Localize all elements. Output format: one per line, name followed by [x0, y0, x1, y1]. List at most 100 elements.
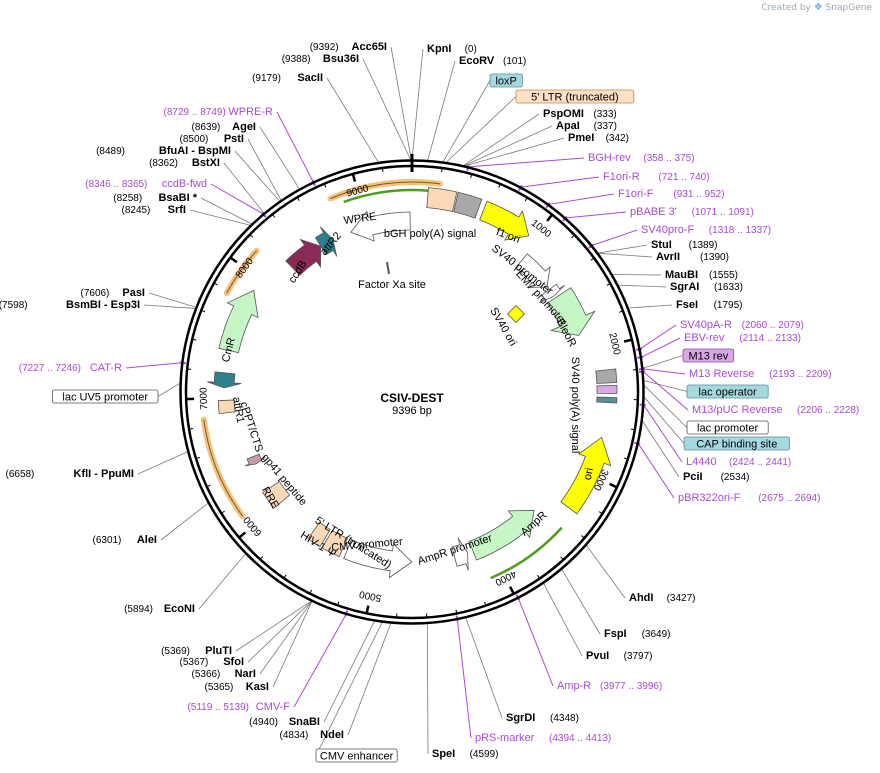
primer-site[interactable]: L4440(2424 .. 2441) [686, 456, 791, 468]
enzyme-site[interactable]: PstI(8500) [179, 133, 244, 145]
boxed-feature-label[interactable]: 5' LTR (truncated) [515, 89, 635, 103]
primer-position: (5119 .. 5139) [187, 702, 249, 713]
primer-name: SV40pro-F [641, 224, 694, 236]
label-box [315, 748, 398, 763]
wpre-region-line [330, 181, 441, 199]
primer-position: (8729 .. 8749) [164, 107, 226, 118]
enzyme-site[interactable]: AgeI(8639) [191, 121, 256, 133]
boxed-feature-label[interactable]: M13 rev [682, 348, 735, 362]
primer-site[interactable]: pBABE 3'(1071 .. 1091) [630, 206, 754, 218]
enzyme-leader [628, 304, 673, 309]
enzyme-site[interactable]: AleI(6301) [92, 534, 157, 546]
primer-site[interactable]: F1ori-R(721 .. 740) [603, 171, 710, 183]
enzyme-name: SrfI [168, 204, 186, 216]
enzyme-position: (1795) [714, 300, 743, 311]
enzyme-site[interactable]: BsmBI - Esp3I(7598) [0, 299, 140, 311]
primer-site[interactable]: M13 Reverse(2193 .. 2209) [689, 368, 831, 380]
boxed-feature-label[interactable]: lac operator [686, 384, 769, 398]
wpre-feature [350, 210, 411, 242]
enzyme-site[interactable]: AhdI(3427) [629, 592, 696, 604]
enzyme-name: PspOMI [543, 108, 584, 120]
boxed-feature-label[interactable]: lac promoter [686, 420, 769, 434]
enzyme-name: SgrAI [670, 281, 699, 293]
enzyme-site[interactable]: NdeI(4834) [279, 729, 344, 741]
minor-tick [308, 589, 313, 595]
enzyme-position: (1389) [689, 240, 718, 251]
primer-name: Amp-R [557, 680, 591, 692]
primer-site[interactable]: M13/pUC Reverse(2206 .. 2228) [692, 404, 859, 416]
primer-site[interactable]: WPRE-R(8729 .. 8749) [164, 106, 274, 118]
boxed-feature-label[interactable]: CAP binding site [683, 436, 790, 450]
enzyme-site[interactable]: KflI - PpuMI(6658) [5, 468, 134, 480]
enzyme-site[interactable]: MauBI(1555) [665, 269, 738, 281]
enzyme-site[interactable]: StuI(1389) [651, 239, 718, 251]
enzyme-site[interactable]: SfoI(5367) [179, 656, 244, 668]
primer-site[interactable]: ccdB-fwd(8346 .. 8365) [85, 178, 207, 190]
enzyme-site[interactable]: BsaBI *(8258) [113, 192, 197, 204]
enzyme-site[interactable]: FspI(3649) [604, 628, 671, 640]
enzyme-site[interactable]: FseI(1795) [676, 299, 743, 311]
enzyme-name: EcoNI [164, 603, 195, 615]
enzyme-name: FspI [604, 628, 627, 640]
enzyme-site[interactable]: SnaBI(4940) [249, 716, 320, 728]
primer-site[interactable]: pBR322ori-F(2675 .. 2694) [678, 492, 820, 504]
enzyme-name: NdeI [320, 729, 344, 741]
enzyme-position: (5367) [179, 657, 208, 668]
boxed-feature-label[interactable]: loxP [489, 73, 523, 87]
primer-site[interactable]: pRS-marker(4394 .. 4413) [475, 732, 611, 744]
enzyme-site[interactable]: EcoRV(101) [459, 55, 526, 67]
enzyme-site[interactable]: EcoNI(5894) [124, 603, 195, 615]
primer-leader [210, 183, 264, 215]
enzyme-site[interactable]: PciI(2534) [683, 471, 750, 483]
tick-mark [546, 213, 554, 222]
enzyme-site[interactable]: Bsu36I(9388) [282, 53, 359, 65]
enzyme-site[interactable]: ApaI(337) [556, 120, 617, 132]
primer-name: M13 Reverse [689, 368, 754, 380]
boxed-feature-label[interactable]: lac UV5 promoter [52, 389, 159, 403]
primer-site[interactable]: SV40pro-F(1318 .. 1337) [641, 224, 771, 236]
enzyme-leader [411, 48, 424, 161]
enzyme-site[interactable]: SgrAI(1633) [670, 281, 743, 293]
enzyme-name: PmeI [568, 132, 594, 144]
primer-site[interactable]: EBV-rev(2114 .. 2133) [684, 332, 801, 344]
enzyme-site[interactable]: BfuAI - BspMI(8489) [96, 145, 231, 157]
enzyme-site[interactable]: PmeI(342) [568, 132, 629, 144]
boxed-feature-label[interactable]: CMV enhancer [315, 748, 398, 763]
enzyme-leader [585, 544, 626, 599]
primer-site[interactable]: CMV-F(5119 .. 5139) [187, 701, 290, 713]
enzyme-name: PstI [224, 133, 244, 145]
enzyme-site[interactable]: KasI(5365) [204, 681, 269, 693]
enzyme-leader [561, 569, 601, 635]
enzyme-site[interactable]: SpeI(4599) [432, 748, 499, 760]
enzyme-site[interactable]: BstXI(8362) [149, 157, 220, 169]
primer-site[interactable]: BGH-rev(358 .. 375) [588, 152, 695, 164]
enzyme-site[interactable]: AvrII(1390) [656, 251, 729, 263]
factor-xa-mark [386, 261, 390, 275]
minor-tick [524, 196, 529, 202]
enzyme-site[interactable]: NarI(5366) [191, 668, 256, 680]
boxed-leader [643, 396, 685, 444]
primer-site[interactable]: CAT-R(7227 .. 7246) [19, 362, 122, 374]
minor-tick [296, 196, 300, 201]
enzyme-site[interactable]: PasI(7606) [80, 287, 145, 299]
enzyme-site[interactable]: KpnI(0) [427, 43, 477, 55]
enzyme-site[interactable]: PspOMI(333) [543, 108, 617, 120]
enzyme-site[interactable]: Acc65I(9392) [310, 41, 387, 53]
minor-tick [470, 172, 473, 179]
enzyme-position: (337) [594, 121, 617, 132]
enzyme-site[interactable]: PvuI(3797) [586, 650, 653, 662]
enzyme-site[interactable]: PluTI(5369) [161, 645, 232, 657]
primer-site[interactable]: Amp-R(3977 .. 3996) [557, 680, 662, 692]
enzyme-leader [235, 600, 312, 652]
primer-site[interactable]: SV40pA-R(2060 .. 2079) [680, 319, 804, 331]
enzyme-site[interactable]: SrfI(8245) [121, 204, 186, 216]
enzyme-site[interactable]: SgrDI(4348) [506, 712, 579, 724]
minor-tick [188, 428, 194, 430]
primer-site[interactable]: F1ori-F(931 .. 952) [618, 188, 725, 200]
enzyme-name: PasI [122, 287, 145, 299]
enzyme-site[interactable]: SacII(9179) [252, 72, 323, 84]
enzyme-position: (6658) [5, 469, 34, 480]
gp41-feature [244, 453, 266, 467]
enzyme-name: BsmBI - Esp3I [66, 299, 140, 311]
minor-tick [606, 282, 612, 286]
